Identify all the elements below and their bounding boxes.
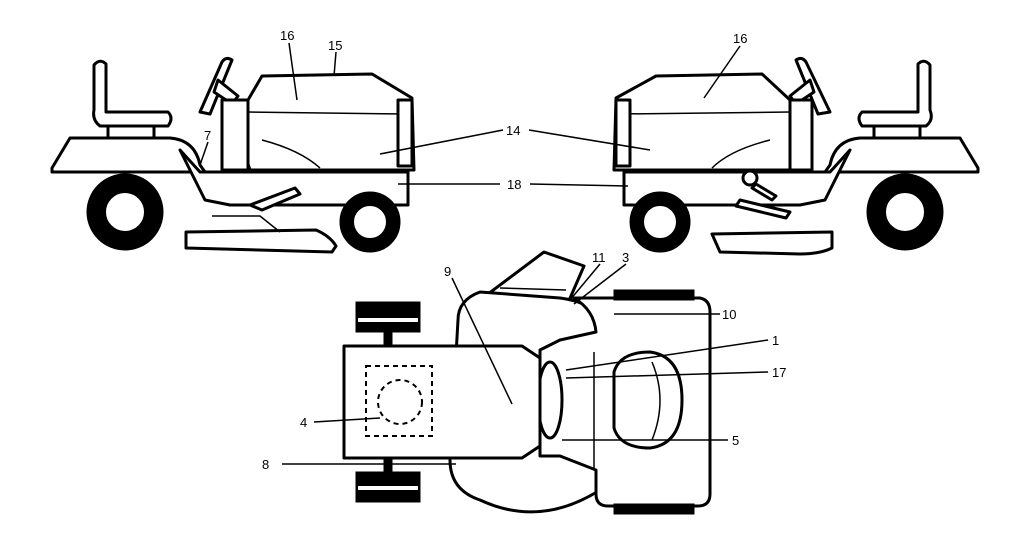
leader-16-right xyxy=(703,45,741,99)
leader-3 xyxy=(573,263,627,305)
deck-link-left xyxy=(212,215,281,233)
lever-right xyxy=(750,182,778,202)
callout-14: 14 xyxy=(506,123,520,138)
leader-7 xyxy=(199,141,209,166)
mower-deck-right xyxy=(710,230,834,256)
leader-16-left xyxy=(288,42,298,101)
rear-tire-top-upper xyxy=(613,289,695,301)
hood-top xyxy=(342,344,542,460)
rear-tire-top-lower xyxy=(613,503,695,515)
left-side-view xyxy=(50,56,416,254)
pedal-left xyxy=(248,186,302,212)
headlight-right xyxy=(614,98,632,168)
leader-lines xyxy=(199,42,769,465)
pedal-right xyxy=(734,198,792,220)
callout-8: 8 xyxy=(262,457,269,472)
callout-16-left: 16 xyxy=(280,28,294,43)
rear-body-left xyxy=(50,136,207,174)
seat-right xyxy=(857,59,933,128)
callout-9: 9 xyxy=(444,264,451,279)
callout-18: 18 xyxy=(507,177,521,192)
hood-crease-left xyxy=(261,139,321,169)
callout-labels: 16 15 16 7 14 18 11 3 9 10 1 17 4 5 8 xyxy=(204,28,786,472)
leader-17 xyxy=(565,371,769,379)
leader-15 xyxy=(333,51,337,77)
hood-left xyxy=(238,72,416,172)
seat-left xyxy=(92,59,173,128)
frame-left xyxy=(178,148,410,207)
right-side-view xyxy=(612,56,980,256)
leader-14-right xyxy=(528,129,651,151)
callout-16-right: 16 xyxy=(733,31,747,46)
callout-4: 4 xyxy=(300,415,307,430)
engine-pulley xyxy=(377,379,423,425)
callout-17: 17 xyxy=(772,365,786,380)
leader-14-left xyxy=(379,129,504,155)
dash-right xyxy=(788,98,814,172)
hood-crease-right xyxy=(711,139,771,169)
callout-1: 1 xyxy=(772,333,779,348)
leader-4 xyxy=(313,417,381,423)
callout-3: 3 xyxy=(622,250,629,265)
lever-knob-right xyxy=(741,169,759,187)
callout-5: 5 xyxy=(732,433,739,448)
callout-10: 10 xyxy=(722,307,736,322)
callout-7: 7 xyxy=(204,128,211,143)
engine-outline xyxy=(365,365,433,437)
leader-9 xyxy=(451,277,513,405)
callout-11: 11 xyxy=(592,250,606,265)
callout-15: 15 xyxy=(328,38,342,53)
front-tire-top-upper xyxy=(355,301,421,333)
leader-1 xyxy=(565,339,769,371)
leader-11 xyxy=(569,263,601,301)
hood-line-left xyxy=(247,111,406,115)
frame-right xyxy=(622,148,852,207)
hood-right xyxy=(612,72,800,172)
mower-deck-left xyxy=(184,228,338,254)
headlight-left xyxy=(396,98,414,168)
top-view xyxy=(342,250,712,515)
rear-body-right xyxy=(823,136,980,174)
steering-wheel-top xyxy=(536,360,564,440)
hood-line-right xyxy=(619,111,791,115)
dash-left xyxy=(220,98,250,172)
leader-18-right xyxy=(529,183,629,187)
seat-top xyxy=(612,350,684,450)
